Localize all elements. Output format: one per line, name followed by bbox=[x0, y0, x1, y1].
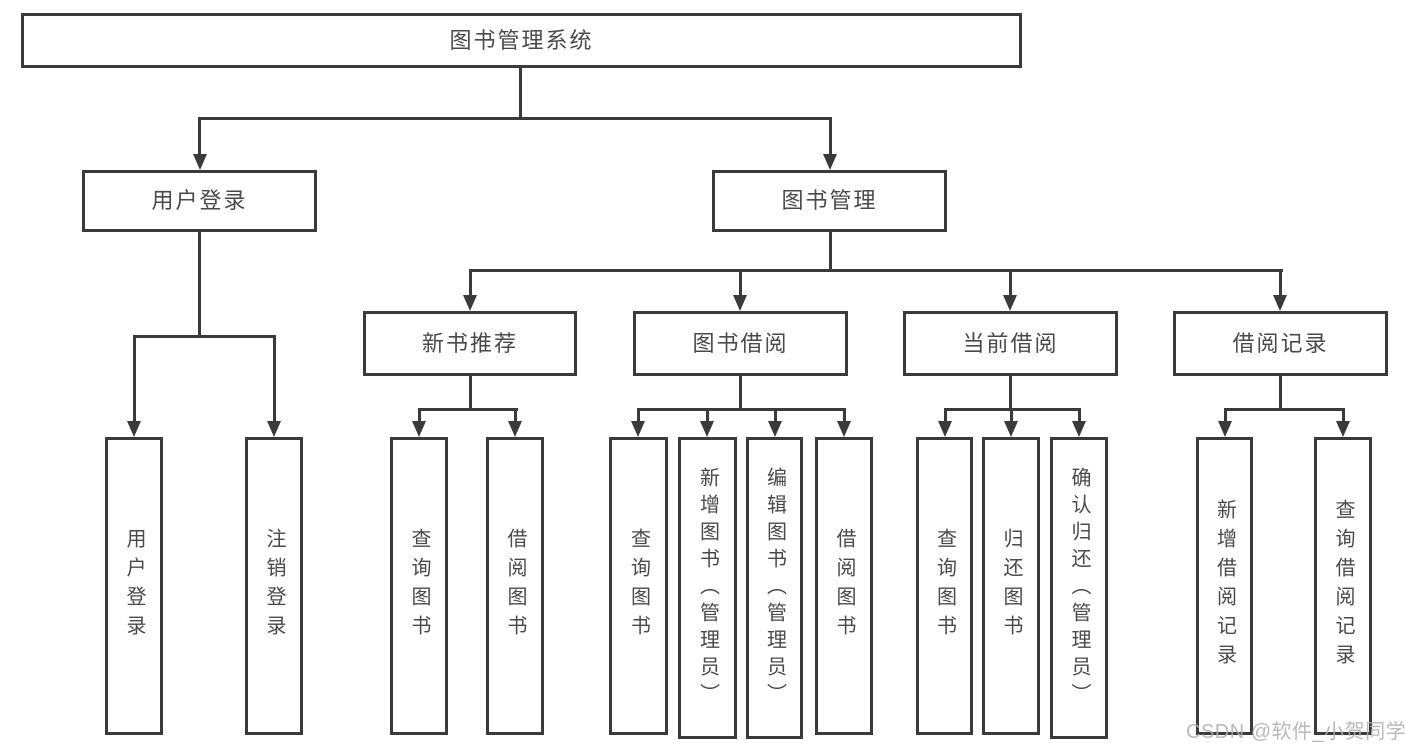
current-borrowing-drop-line bbox=[1078, 408, 1081, 423]
user-login-drop-line bbox=[133, 335, 136, 423]
arrowhead-down-icon bbox=[1336, 421, 1350, 437]
leaf-add-borrow-record-label: 新增借阅记录 bbox=[1213, 499, 1236, 673]
node-borrowing-records: 借阅记录 bbox=[1173, 311, 1388, 376]
arrowhead-down-icon bbox=[1004, 421, 1018, 437]
node-user-login: 用户登录 bbox=[82, 170, 317, 232]
root-stem-line bbox=[519, 68, 522, 120]
leaf-current-query-books: 查询图书 bbox=[916, 437, 973, 735]
user-login-drop-line bbox=[273, 335, 276, 423]
arrowhead-down-icon bbox=[412, 421, 426, 437]
leaf-borrowing-query-books: 查询图书 bbox=[609, 437, 668, 735]
node-borrowing-records-label: 借阅记录 bbox=[1232, 330, 1329, 356]
leaf-add-borrow-record: 新增借阅记录 bbox=[1196, 437, 1253, 735]
leaf-borrowing-borrow-books: 借阅图书 bbox=[815, 437, 873, 735]
user-login-branch-line bbox=[133, 335, 276, 338]
book-borrowing-drop-line bbox=[637, 408, 640, 423]
leaf-add-books-admin: 新增图书（管理员） bbox=[678, 437, 737, 739]
arrowhead-down-icon bbox=[193, 154, 207, 170]
book-borrowing-branch-line bbox=[637, 408, 846, 411]
leaf-user-login: 用户登录 bbox=[105, 437, 163, 735]
leaf-confirm-return-admin-label: 确认归还（管理员） bbox=[1068, 466, 1090, 710]
leaf-confirm-return-admin: 确认归还（管理员） bbox=[1050, 437, 1108, 739]
node-new-book-recommend-label: 新书推荐 bbox=[421, 330, 518, 356]
level3-drop-line bbox=[469, 269, 472, 297]
new-book-branch-line bbox=[418, 408, 518, 411]
current-borrowing-drop-line bbox=[1010, 408, 1013, 423]
leaf-user-login-label: 用户登录 bbox=[123, 528, 145, 644]
leaf-edit-books-admin: 编辑图书（管理员） bbox=[746, 437, 803, 739]
borrowing-records-stem-line bbox=[1279, 376, 1282, 411]
new-book-drop-line bbox=[514, 408, 517, 423]
arrowhead-down-icon bbox=[463, 295, 477, 311]
arrowhead-down-icon bbox=[1273, 295, 1287, 311]
arrowhead-down-icon bbox=[1072, 421, 1086, 437]
level3-drop-line bbox=[1009, 269, 1012, 297]
borrowing-records-branch-line bbox=[1224, 408, 1344, 411]
node-book-borrowing: 图书借阅 bbox=[633, 311, 848, 376]
node-user-login-label: 用户登录 bbox=[151, 188, 248, 213]
level2-branch-line bbox=[198, 117, 832, 120]
leaf-newbook-borrow-books: 借阅图书 bbox=[486, 437, 544, 735]
level2-drop-line bbox=[829, 117, 832, 156]
leaf-logout: 注销登录 bbox=[245, 437, 303, 735]
leaf-newbook-borrow-books-label: 借阅图书 bbox=[504, 528, 526, 644]
book-borrowing-stem-line bbox=[739, 376, 742, 411]
book-borrowing-drop-line bbox=[706, 408, 709, 423]
borrowing-records-drop-line bbox=[1224, 408, 1227, 423]
node-current-borrowing: 当前借阅 bbox=[903, 311, 1118, 376]
level3-drop-line bbox=[739, 269, 742, 297]
leaf-logout-label: 注销登录 bbox=[263, 528, 285, 644]
level3-drop-line bbox=[1279, 269, 1282, 297]
arrowhead-down-icon bbox=[768, 421, 782, 437]
leaf-borrowing-query-books-label: 查询图书 bbox=[627, 528, 650, 644]
leaf-add-books-admin-label: 新增图书（管理员） bbox=[696, 466, 719, 710]
leaf-borrowing-borrow-books-label: 借阅图书 bbox=[833, 528, 855, 644]
arrowhead-down-icon bbox=[1218, 421, 1232, 437]
node-book-management: 图书管理 bbox=[712, 170, 947, 232]
leaf-return-books: 归还图书 bbox=[982, 437, 1040, 735]
level2-drop-line bbox=[198, 117, 201, 156]
current-borrowing-stem-line bbox=[1009, 376, 1012, 411]
new-book-drop-line bbox=[418, 408, 421, 423]
leaf-current-query-books-label: 查询图书 bbox=[933, 528, 956, 644]
leaf-newbook-query-books-label: 查询图书 bbox=[408, 528, 430, 644]
arrowhead-down-icon bbox=[267, 421, 281, 437]
leaf-query-borrow-record: 查询借阅记录 bbox=[1314, 437, 1372, 735]
csdn-watermark: CSDN @软件_小贺同学 bbox=[1186, 721, 1405, 743]
level3-branch-line bbox=[469, 269, 1283, 272]
user-login-stem-line bbox=[198, 232, 201, 338]
leaf-return-books-label: 归还图书 bbox=[1000, 528, 1022, 644]
leaf-query-borrow-record-label: 查询借阅记录 bbox=[1332, 499, 1354, 673]
node-current-borrowing-label: 当前借阅 bbox=[962, 330, 1059, 356]
current-borrowing-drop-line bbox=[944, 408, 947, 423]
new-book-stem-line bbox=[469, 376, 472, 411]
node-root: 图书管理系统 bbox=[21, 13, 1022, 68]
arrowhead-down-icon bbox=[127, 421, 141, 437]
node-new-book-recommend: 新书推荐 bbox=[363, 311, 577, 376]
leaf-edit-books-admin-label: 编辑图书（管理员） bbox=[763, 466, 786, 710]
borrowing-records-drop-line bbox=[1342, 408, 1345, 423]
arrowhead-down-icon bbox=[508, 421, 522, 437]
leaf-newbook-query-books: 查询图书 bbox=[390, 437, 448, 735]
node-root-label: 图书管理系统 bbox=[449, 27, 594, 53]
arrowhead-down-icon bbox=[823, 154, 837, 170]
book-borrowing-drop-line bbox=[843, 408, 846, 423]
book-borrowing-drop-line bbox=[774, 408, 777, 423]
node-book-management-label: 图书管理 bbox=[781, 188, 878, 213]
arrowhead-down-icon bbox=[1003, 295, 1017, 311]
book-management-stem-line bbox=[829, 232, 832, 272]
node-book-borrowing-label: 图书借阅 bbox=[692, 330, 789, 356]
arrowhead-down-icon bbox=[733, 295, 747, 311]
arrowhead-down-icon bbox=[938, 421, 952, 437]
arrowhead-down-icon bbox=[837, 421, 851, 437]
arrowhead-down-icon bbox=[631, 421, 645, 437]
arrowhead-down-icon bbox=[700, 421, 714, 437]
